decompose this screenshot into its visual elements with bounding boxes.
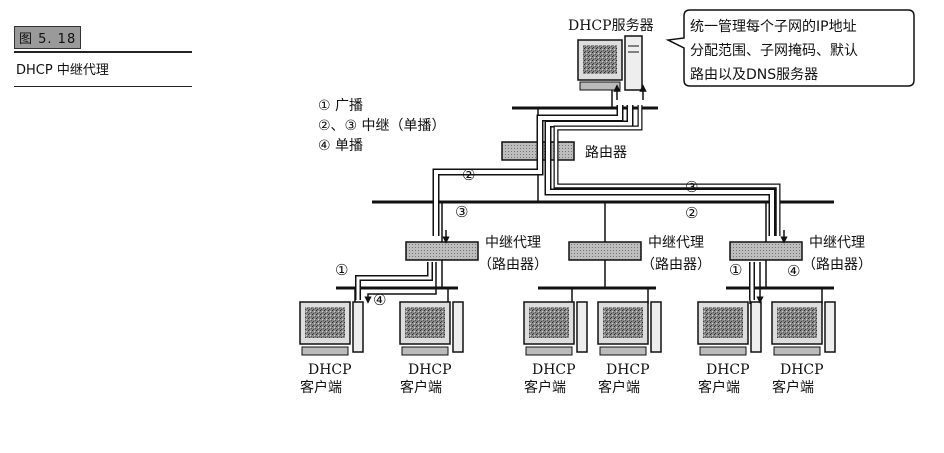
relay-right-box [729, 241, 803, 261]
marker-2-right: ② [685, 204, 698, 222]
client-screen [305, 307, 345, 338]
flow-broadcast-left-inner [356, 262, 432, 300]
client-screen [703, 307, 743, 338]
client-2: DHCP 客户端 [399, 301, 464, 396]
client-tower [824, 301, 836, 353]
client-screen [529, 307, 569, 338]
client-label-line2: 客户端 [698, 379, 740, 396]
callout-line-3: 路由以及DNS服务器 [690, 67, 818, 83]
client-label-line1: DHCP [706, 362, 750, 378]
client-label-line2: 客户端 [772, 379, 814, 396]
flow-path-right-inner [546, 105, 774, 236]
flow-unicast-left [364, 262, 437, 304]
callout-line-1: 统一管理每个子网的IP地址 [690, 19, 857, 35]
marker-2-left: ② [462, 166, 475, 184]
relay-middle-line1: 中继代理 [648, 235, 704, 251]
marker-4-right: ④ [787, 262, 800, 280]
marker-3-right: ③ [685, 178, 698, 196]
relay-agent-right: 中继代理 （路由器） [729, 235, 872, 288]
server-keyboard [579, 81, 621, 91]
client-label-line2: 客户端 [300, 379, 342, 396]
client-3: DHCP 客户端 [523, 301, 588, 396]
client-label-line1: DHCP [780, 362, 824, 378]
client-label-line2: 客户端 [524, 379, 566, 396]
client-tower [352, 301, 364, 353]
client-tower [576, 301, 588, 353]
client-keyboard [525, 346, 573, 356]
client-keyboard [401, 346, 449, 356]
client-screen [777, 307, 817, 338]
client-tower [650, 301, 662, 353]
client-keyboard [699, 346, 747, 356]
client-6: DHCP 客户端 [771, 301, 836, 396]
marker-1-right: ① [729, 261, 742, 279]
client-4: DHCP 客户端 [597, 301, 662, 396]
relay-left-box [405, 241, 479, 261]
client-screen [603, 307, 643, 338]
relay-right-line1: 中继代理 [809, 235, 865, 251]
marker-3-left: ③ [455, 203, 468, 221]
central-router-label: 路由器 [585, 145, 627, 161]
relay-middle-box [568, 241, 642, 261]
flow-path-right-return-inner [554, 105, 780, 236]
flow-paths [355, 84, 788, 304]
client-label-line1: DHCP [308, 362, 352, 378]
figure-title: DHCP 中继代理 [16, 63, 109, 78]
legend: ① 广播 ②、③ 中继（单播） ④ 单播 [318, 98, 446, 154]
relay-right-line2: （路由器） [802, 257, 872, 273]
caption-rule-top [14, 51, 192, 53]
callout-line-2: 分配范围、子网掩码、默认 [690, 42, 858, 59]
relay-agent-left: 中继代理 （路由器） [405, 235, 548, 288]
marker-4-left: ④ [373, 291, 386, 309]
client-label-line1: DHCP [408, 362, 452, 378]
client-keyboard [773, 346, 821, 356]
dhcp-server-label: DHCP服务器 [568, 18, 654, 34]
caption-rule-bottom [14, 86, 192, 87]
client-keyboard [599, 346, 647, 356]
relay-middle-line2: （路由器） [641, 257, 711, 273]
relay-left-line1: 中继代理 [485, 235, 541, 251]
client-5: DHCP 客户端 [697, 301, 762, 396]
marker-1-left: ① [335, 261, 348, 279]
server-screen [583, 45, 617, 74]
legend-unicast: ④ 单播 [318, 138, 363, 154]
server-callout: 统一管理每个子网的IP地址 分配范围、子网掩码、默认 路由以及DNS服务器 [665, 9, 915, 87]
client-label-line2: 客户端 [400, 379, 442, 396]
server-tower [624, 35, 643, 91]
legend-broadcast: ① 广播 [318, 98, 363, 114]
client-screen [405, 307, 445, 338]
figure-caption: 图 5. 18 DHCP 中继代理 [14, 26, 192, 87]
figure-number: 图 5. 18 [14, 26, 82, 49]
relay-agent-middle: 中继代理 （路由器） [568, 235, 711, 288]
legend-relay-unicast: ②、③ 中继（单播） [318, 118, 446, 134]
client-1: DHCP 客户端 [299, 301, 364, 396]
client-label-line1: DHCP [532, 362, 576, 378]
client-tower [452, 301, 464, 353]
step-markers: ② ③ ③ ② ① ④ ① ④ [335, 166, 800, 309]
client-label-line1: DHCP [606, 362, 650, 378]
client-keyboard [301, 346, 349, 356]
client-tower [750, 301, 762, 353]
dhcp-server: DHCP服务器 [568, 18, 654, 108]
client-label-line2: 客户端 [598, 379, 640, 396]
callout-bubble [665, 9, 915, 87]
relay-left-line2: （路由器） [478, 257, 548, 273]
flow-path-left-inner [434, 105, 622, 236]
